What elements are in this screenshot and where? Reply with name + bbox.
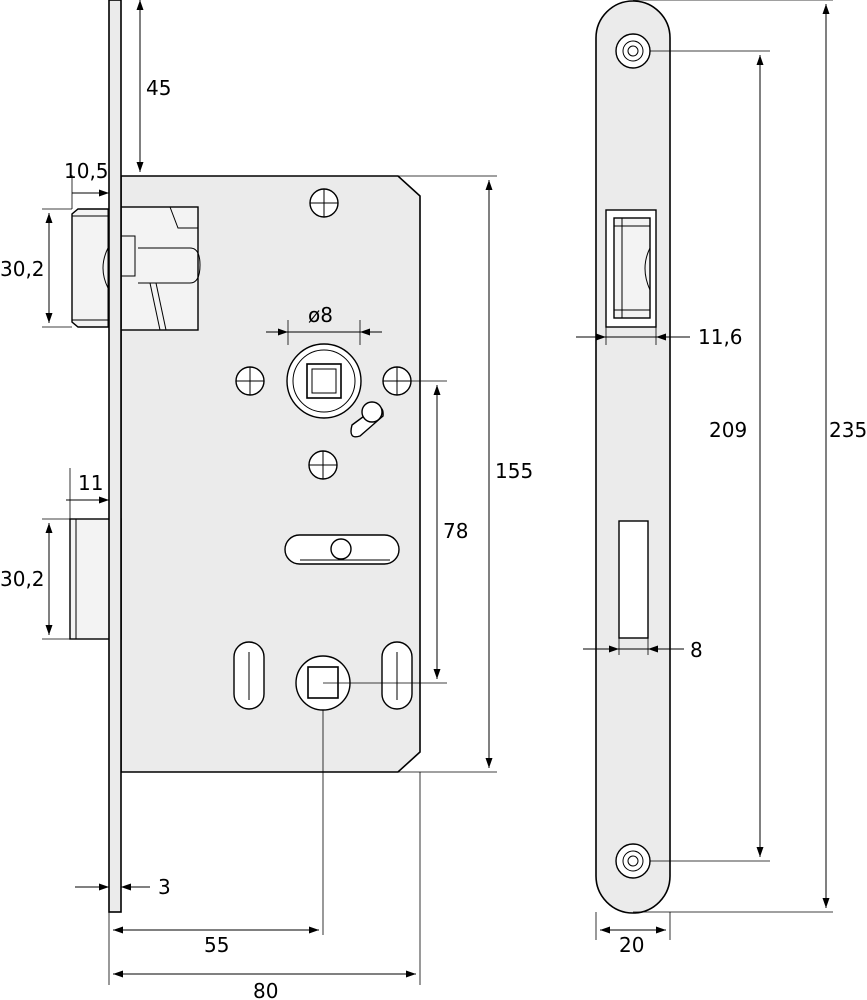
- dim-label-20: 20: [619, 933, 644, 957]
- faceplate-screw-top: [615, 33, 651, 69]
- handle-follower: [286, 343, 362, 419]
- dimension-lines: [45, 0, 830, 978]
- bolt-slot: [284, 534, 400, 565]
- dim-label-209: 209: [709, 418, 747, 442]
- latch-opening: [605, 209, 657, 328]
- fixing-slots: [233, 641, 413, 710]
- dim-label-155: 155: [495, 459, 533, 483]
- dim-label-10-5: 10,5: [64, 159, 109, 183]
- dim-label-78: 78: [443, 519, 468, 543]
- dim-label-30-2-latch: 30,2: [0, 257, 45, 281]
- dim-label-30-2-bolt: 30,2: [0, 567, 45, 591]
- lock-side-view: [69, 0, 421, 913]
- dim-label-80: 80: [253, 979, 278, 1000]
- dim-label-45: 45: [146, 76, 171, 100]
- extension-lines: [42, 0, 833, 985]
- dimension-labels: 45 10,5 30,2 ø8 155 78 11 30,2 3 55 80 1…: [0, 76, 867, 1000]
- faceplate-front-view: [595, 0, 671, 914]
- faceplate-outline: [595, 0, 671, 914]
- lock-faceplate: [108, 0, 122, 913]
- dim-label-55: 55: [204, 933, 229, 957]
- dim-label-235: 235: [829, 418, 867, 442]
- latch-housing: [120, 206, 199, 331]
- faceplate-screw-bottom: [615, 843, 651, 879]
- bolt-opening: [618, 520, 649, 639]
- dim-label-diameter-8: ø8: [308, 303, 333, 327]
- actuator-pin: [350, 401, 384, 438]
- dim-label-11-6: 11,6: [698, 325, 743, 349]
- dim-label-11: 11: [78, 471, 103, 495]
- dim-label-3: 3: [158, 875, 171, 899]
- dim-label-8: 8: [690, 638, 703, 662]
